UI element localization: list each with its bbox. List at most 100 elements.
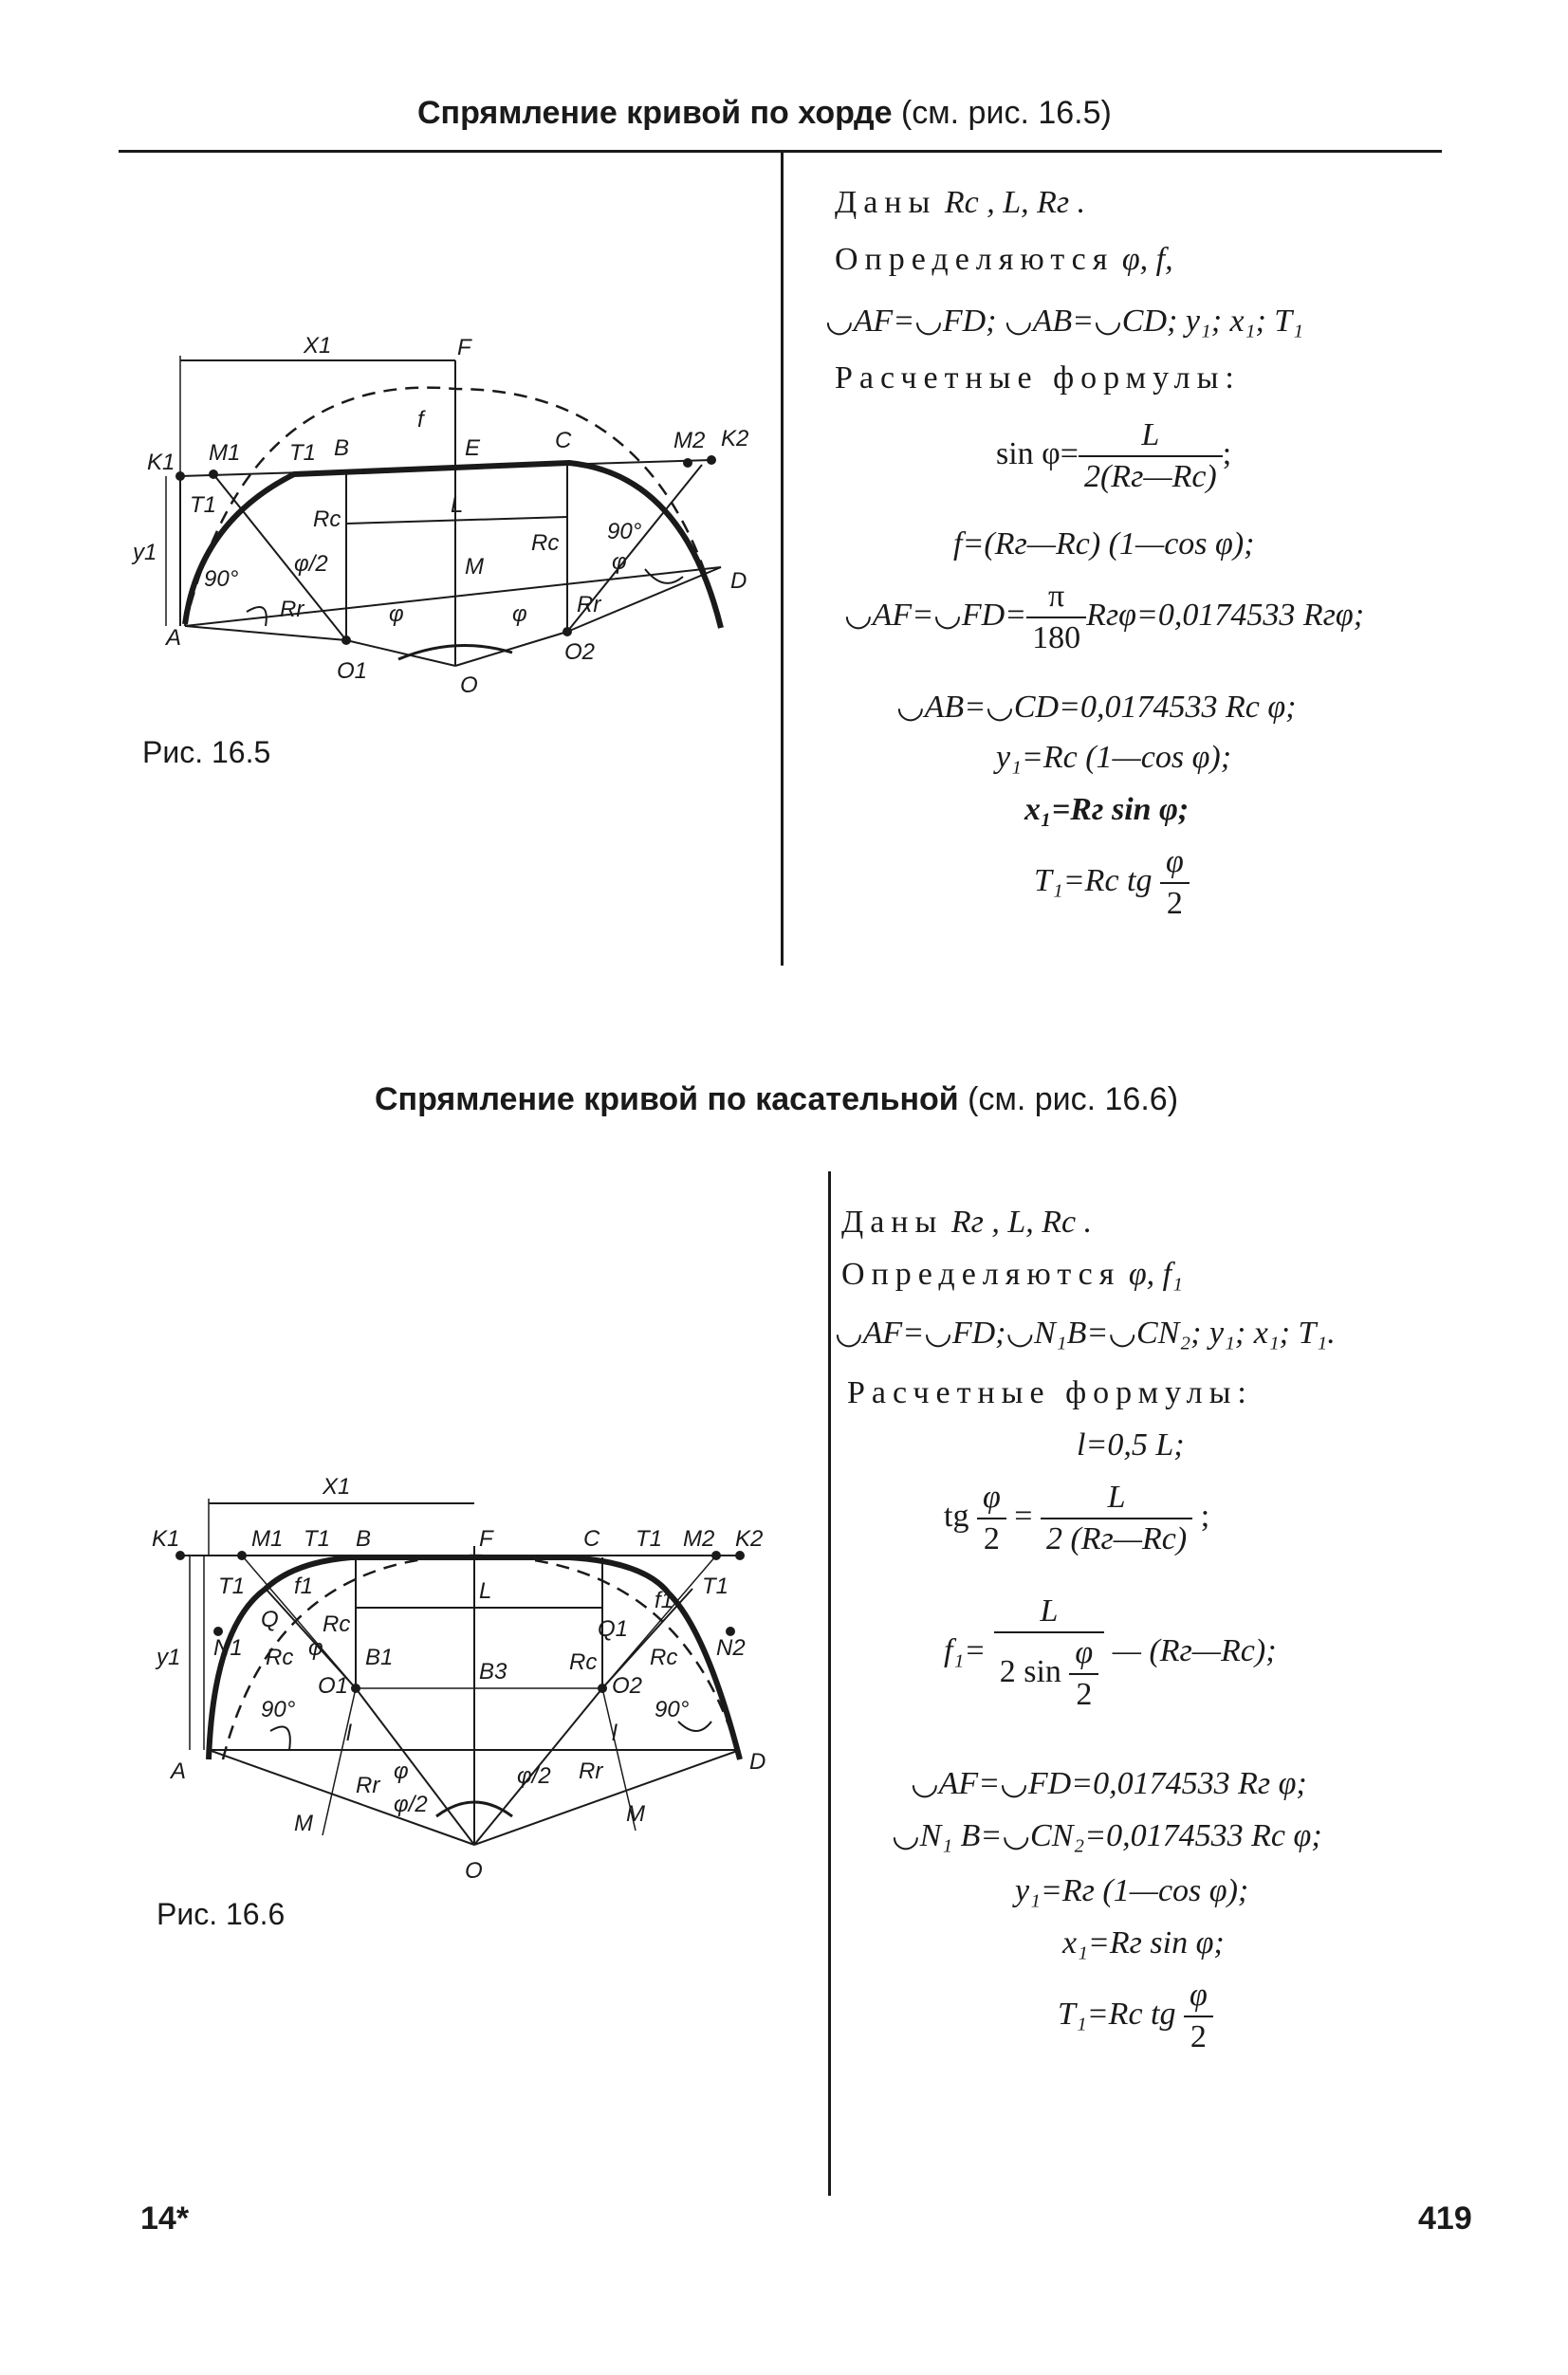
formula2-af: ◡AF=◡FD=0,0174533 Rг φ; [911,1766,1307,1801]
formula-af-num: π [1026,579,1087,618]
section1-given: Даны Rс , L, Rг . [835,185,1085,221]
formula2-y1: y₁=Rг (1—cos φ); [1015,1873,1249,1908]
formula-ab: ◡AB=◡CD=0,0174533 Rс φ; [896,690,1297,725]
fig2-Rc3-label: Rc [266,1645,293,1670]
fig2-N1-label: N1 [213,1635,243,1661]
formula2-f1-den-a: 2 sin [999,1653,1061,1689]
formula-t1-den: 2 [1166,886,1183,921]
formula2-x1: x₁=Rг sin φ; [1062,1925,1225,1961]
fig1-M1-label: M1 [209,440,240,466]
fig2-T1a-label: T1 [304,1526,330,1552]
formula-af-lhs: ◡AF=◡FD= [844,597,1027,633]
fig2-Rc2-label: Rc [569,1649,597,1675]
section2-title-ref: (см. рис. 16.6) [968,1081,1179,1117]
fig2-deg90b-label: 90° [655,1697,690,1722]
fig1-f-label: f [417,407,426,433]
fig1-O-label: O [460,672,478,698]
fig2-phi-b-label: φ [394,1758,409,1784]
section1-top-rule [119,150,1442,153]
figure-16-6: X1 K1 M1 T1 B F C T1 M2 K2 T1 f1 Rc L Rc… [152,1474,766,1884]
formula2-f1-lhs: f₁= [944,1632,987,1668]
fig2-M2b-label: M [626,1801,645,1827]
fig2-O-label: O [465,1858,483,1884]
formula2-tg-eq: = [1014,1498,1033,1534]
formula2-t1-den: 2 [1190,2019,1207,2054]
section1-title-ref: (см. рис. 16.5) [900,95,1112,131]
fig2-N2-label: N2 [716,1635,746,1661]
fig2-Rc1-label: Rc [323,1611,350,1637]
fig1-O2-label: O2 [564,639,595,665]
formula2-l: l=0,5 L; [1077,1427,1185,1463]
section2-given: Даны Rг , L, Rс . [841,1205,1092,1241]
formula2-tg-den: 2 [983,1521,1000,1556]
formula-af-den: 180 [1032,620,1081,655]
fig1-Rr2-label: Rr [577,592,601,617]
fig2-B1-label: B1 [365,1645,393,1670]
section1-column-rule [781,152,784,966]
section2-title: Спрямление кривой по касательной (см. ри… [375,1081,1178,1118]
formula-af-tail: Rгφ=0,0174533 Rгφ; [1086,597,1365,633]
fig1-deg90a-label: 90° [204,566,239,592]
fig2-K1-label: K1 [152,1526,179,1552]
section2-arcs-line: ◡AF=◡FD;◡N₁B=◡CN₂; y₁; x₁; T₁. [835,1316,1336,1351]
formula-t1-num: φ [1159,844,1190,884]
fig1-A-label: A [164,625,181,651]
section2-column-rule [828,1171,831,2196]
section1-arcs-line: ◡AF=◡FD; ◡AB=◡CD; y₁; x₁; T₁ [825,304,1304,339]
fig2-phi2a-label: φ/2 [394,1792,428,1817]
fig1-Rr1-label: Rr [280,597,304,622]
fig1-T1b-label: T1 [190,492,216,518]
fig1-x1-label: X1 [303,333,331,359]
formula2-tg-rden: 2 (Rг—Rс) [1045,1521,1188,1556]
section1-given-vars: Rс , L, Rг . [944,185,1086,220]
fig2-f1b-label: f1 [655,1588,673,1613]
fig2-Rc4-label: Rc [650,1645,677,1670]
formula2-f1-den-den: 2 [1076,1677,1093,1712]
fig2-D-label: D [749,1749,766,1775]
section1-determined-label: Определяются [835,242,1115,277]
fig1-phi-l-label: φ [389,601,404,627]
section2-given-label: Даны [841,1205,944,1240]
fig1-phi-b-label: φ [612,549,627,575]
figure-16-5: X1 F f K1 M1 T1 B E C M2 K2 T1 y1 Rc L R… [131,333,748,698]
section2-title-bold: Спрямление кривой по касательной [375,1081,959,1117]
fig2-T1c-label: T1 [218,1574,245,1599]
section1-title: Спрямление кривой по хорде (см. рис. 16.… [417,95,1112,132]
fig1-B-label: B [334,435,349,461]
fig1-C-label: C [555,428,572,453]
fig1-Rc2-label: Rc [531,530,559,556]
fig2-M1-label: M1 [251,1526,283,1552]
section2-given-vars: Rг , L, Rс . [950,1205,1093,1240]
fig2-M1b-label: M [294,1811,313,1836]
formula2-tg-rnum: L [1040,1480,1193,1519]
fig2-Q1-label: Q1 [598,1616,628,1642]
section1-determined-vars: φ, f, [1121,242,1173,277]
fig2-Rr1-label: Rr [356,1773,380,1798]
fig1-phi-r-label: φ [512,601,527,627]
fig1-T1a-label: T1 [289,440,316,466]
fig2-B-label: B [356,1526,371,1552]
section1-determined: Определяются φ, f, [835,242,1173,278]
fig2-phi-a-label: φ [308,1635,323,1661]
fig1-M-label: M [465,554,484,580]
fig2-B3-label: B3 [479,1659,507,1685]
fig1-F-label: F [457,335,472,360]
section2-determined: Определяются φ, f₁ [841,1257,1183,1293]
section2-determined-vars: φ, f₁ [1128,1257,1183,1292]
page-footer-left: 14* [140,2200,190,2237]
fig1-y1-label: y1 [131,540,157,565]
fig1-K1-label: K1 [147,450,175,475]
fig2-f1a-label: f1 [294,1574,313,1599]
formula-f: f=(Rг—Rс) (1—cos φ); [953,526,1255,562]
fig2-l2-label: l [612,1721,618,1746]
formula2-tg-tail: ; [1200,1498,1210,1534]
fig2-y1-label: y1 [155,1645,180,1670]
fig2-x1-label: X1 [322,1474,350,1500]
fig2-T1d-label: T1 [702,1574,729,1599]
formula2-f1-num: L [993,1593,1105,1633]
fig2-l1-label: l [346,1721,352,1746]
